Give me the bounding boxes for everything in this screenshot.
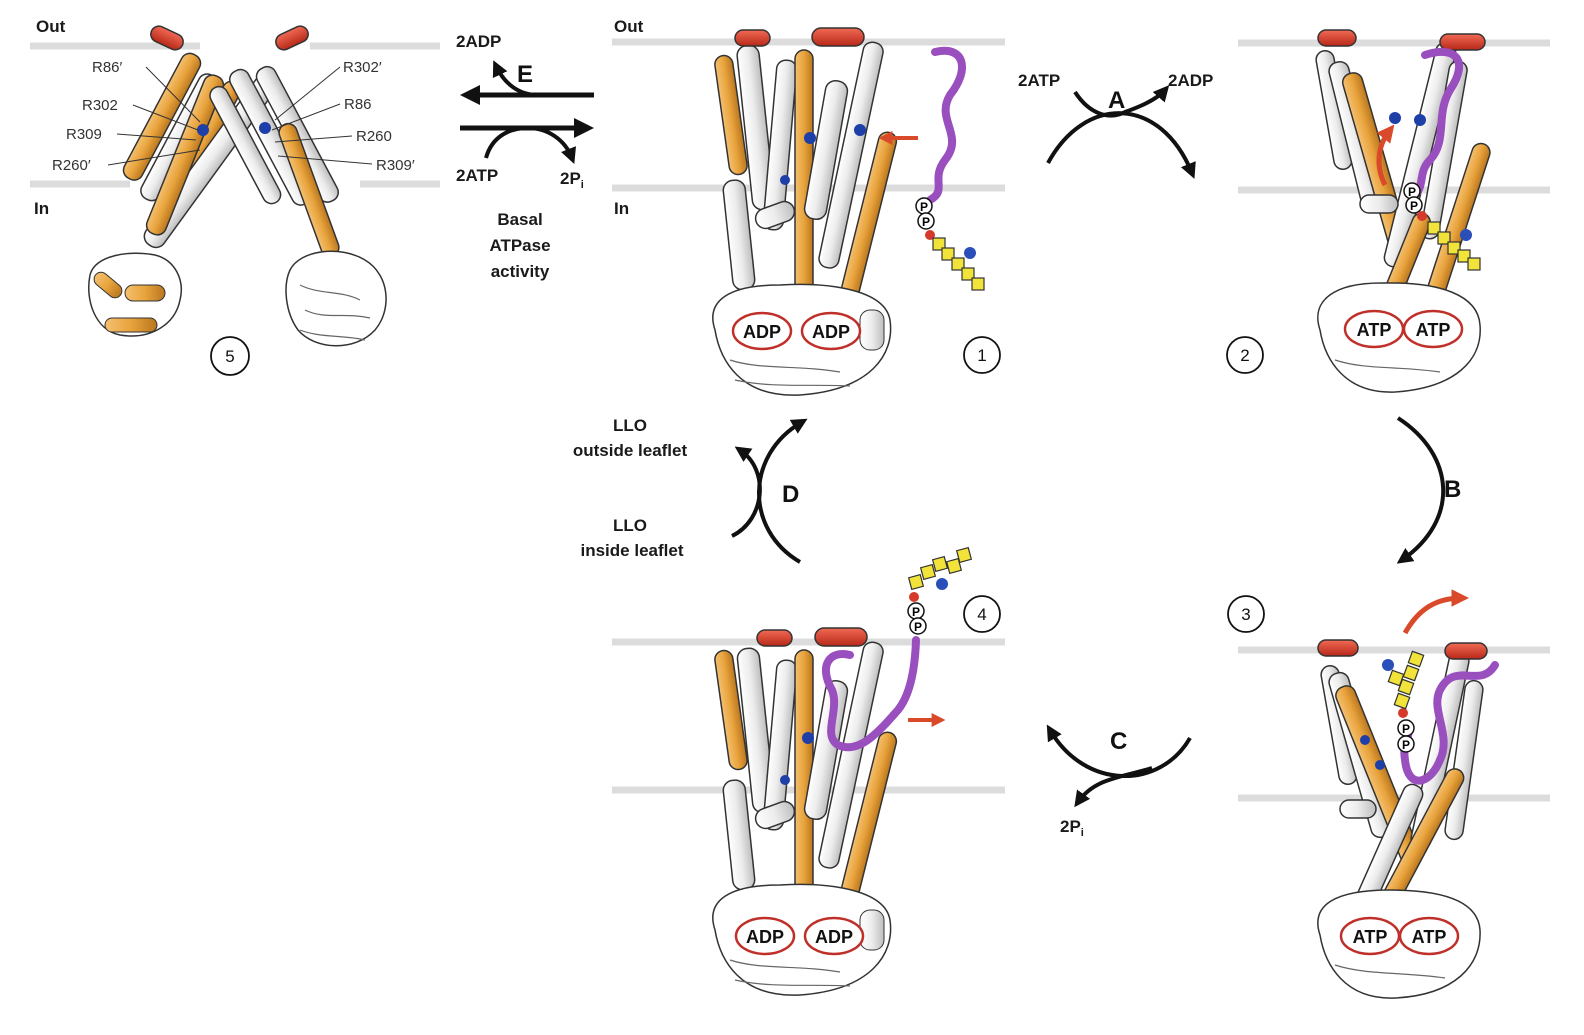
step-c-out: 2Pi bbox=[1060, 817, 1084, 839]
state-1-number: 1 bbox=[977, 346, 986, 365]
structure-state-5: R86′ R302 R309 R260′ R302′ R86 R260 R309… bbox=[52, 25, 415, 376]
structure-state-3: ATP ATP P P 3 bbox=[1227, 589, 1499, 999]
step-a-out: 2ADP bbox=[1168, 71, 1213, 90]
structure-state-4: ADP ADP P P 4 bbox=[712, 546, 1001, 996]
state-3-phosphate-1: P bbox=[1402, 722, 1410, 736]
llo-inside-2: inside leaflet bbox=[581, 541, 684, 560]
step-b: B bbox=[1396, 416, 1461, 564]
llo-outside-2: outside leaflet bbox=[573, 441, 688, 460]
llo-inside-1: LLO bbox=[613, 516, 647, 535]
step-e-bottom-out: 2Pi bbox=[560, 169, 584, 191]
structure-state-2: ATP ATP P P 2 bbox=[1226, 29, 1491, 393]
state-4-adp-left: ADP bbox=[746, 927, 784, 947]
residue-r302: R302 bbox=[82, 97, 118, 114]
residue-r302-prime: R302′ bbox=[343, 59, 382, 76]
step-c: C 2Pi bbox=[1046, 724, 1192, 839]
structure-state-1: ADP ADP P P 1 bbox=[712, 27, 1001, 396]
residue-labels bbox=[107, 66, 373, 166]
step-e-label: E bbox=[517, 61, 533, 88]
residue-r260: R260 bbox=[356, 128, 392, 145]
residue-r86: R86 bbox=[344, 96, 372, 113]
basal-caption-1: Basal bbox=[497, 210, 542, 229]
step-e: 2ADP E 2ATP 2Pi Basal ATPase activity bbox=[456, 32, 594, 281]
state-1-phosphate-1: P bbox=[920, 200, 928, 214]
step-e-bottom-in: 2ATP bbox=[456, 166, 498, 185]
state-2-atp-right: ATP bbox=[1416, 320, 1451, 340]
state-3-atp-left: ATP bbox=[1353, 927, 1388, 947]
out-label-1: Out bbox=[614, 17, 644, 36]
state-2-phosphate-1: P bbox=[1408, 185, 1416, 199]
state-4-number: 4 bbox=[977, 605, 986, 624]
out-label-5: Out bbox=[36, 17, 66, 36]
step-d-label: D bbox=[782, 481, 799, 508]
state-1-adp-right: ADP bbox=[812, 322, 850, 342]
state-1-adp-left: ADP bbox=[743, 322, 781, 342]
state-4-phosphate-1: P bbox=[912, 605, 920, 619]
residue-r86-prime: R86′ bbox=[92, 59, 123, 76]
residue-r309-prime: R309′ bbox=[376, 157, 415, 174]
step-a-in: 2ATP bbox=[1018, 71, 1060, 90]
step-b-label: B bbox=[1444, 476, 1461, 503]
step-e-top-out: 2ADP bbox=[456, 32, 501, 51]
step-a: 2ATP A 2ADP bbox=[1018, 71, 1213, 179]
step-d: D LLO outside leaflet LLO inside leaflet bbox=[573, 416, 808, 564]
residue-r309: R309 bbox=[66, 126, 102, 143]
state-2-number: 2 bbox=[1240, 346, 1249, 365]
state-4-adp-right: ADP bbox=[815, 927, 853, 947]
state-1-phosphate-2: P bbox=[922, 215, 930, 229]
state-2-phosphate-2: P bbox=[1410, 199, 1418, 213]
state-2-atp-left: ATP bbox=[1357, 320, 1392, 340]
state-3-atp-right: ATP bbox=[1412, 927, 1447, 947]
step-a-label: A bbox=[1108, 87, 1125, 114]
state-5-badge bbox=[210, 336, 250, 376]
llo-outside-1: LLO bbox=[613, 416, 647, 435]
in-label-5: In bbox=[34, 199, 49, 218]
state-4-phosphate-2: P bbox=[914, 620, 922, 634]
state-3-phosphate-2: P bbox=[1402, 738, 1410, 752]
state-3-number: 3 bbox=[1241, 605, 1250, 624]
in-label-1: In bbox=[614, 199, 629, 218]
basal-caption-3: activity bbox=[491, 262, 550, 281]
step-c-label: C bbox=[1110, 728, 1127, 755]
basal-caption-2: ATPase bbox=[489, 236, 550, 255]
state-5-number: 5 bbox=[225, 347, 234, 366]
residue-r260-prime: R260′ bbox=[52, 157, 91, 174]
